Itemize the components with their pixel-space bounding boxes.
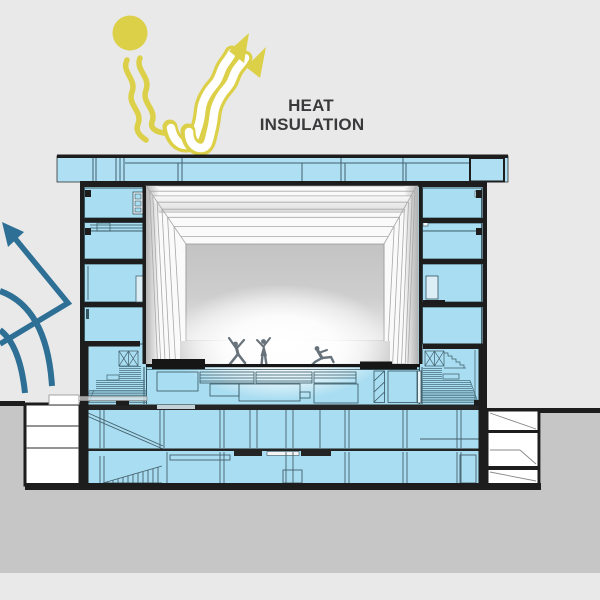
svg-text:INSULATION: INSULATION: [260, 115, 365, 134]
svg-text:HEAT: HEAT: [288, 96, 334, 115]
